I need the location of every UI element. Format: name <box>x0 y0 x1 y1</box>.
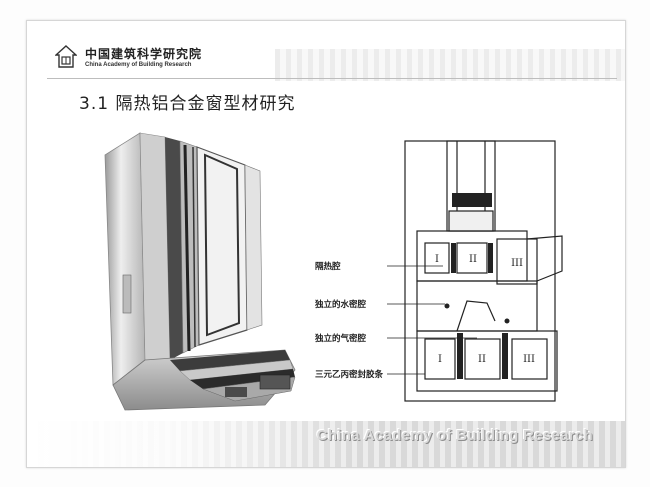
footer-fade <box>27 421 625 467</box>
callout-independent-air-chamber: 独立的气密腔 <box>315 334 367 344</box>
header-divider <box>47 78 617 79</box>
chamber-mark: I <box>435 254 439 265</box>
chamber-mark: I <box>438 354 442 365</box>
org-name-english: China Academy of Building Research <box>85 62 192 68</box>
window-profile-photo <box>104 132 296 411</box>
footer-org-name: China Academy of Building Research <box>316 427 593 444</box>
chamber-mark: III <box>523 354 535 365</box>
chamber-mark: II <box>469 254 477 265</box>
chamber-mark: III <box>511 258 523 269</box>
slide-title: 3.1 隔热铝合金窗型材研究 <box>79 94 296 114</box>
callout-thermal-break-cavity: 隔热腔 <box>315 262 341 272</box>
org-name-chinese: 中国建筑科学研究院 <box>85 47 203 61</box>
callout-independent-water-chamber: 独立的水密腔 <box>315 300 367 310</box>
slide-header: 中国建筑科学研究院 China Academy of Building Rese… <box>27 21 625 81</box>
profile-cross-section-drawing: I II III I II III <box>387 140 563 402</box>
callout-epdm-seal-strip: 三元乙丙密封胶条 <box>315 370 384 380</box>
academy-logo-icon <box>55 45 77 68</box>
chamber-mark: II <box>478 354 486 365</box>
header-stripe-band <box>275 49 625 81</box>
presentation-slide: 中国建筑科学研究院 China Academy of Building Rese… <box>26 20 626 468</box>
